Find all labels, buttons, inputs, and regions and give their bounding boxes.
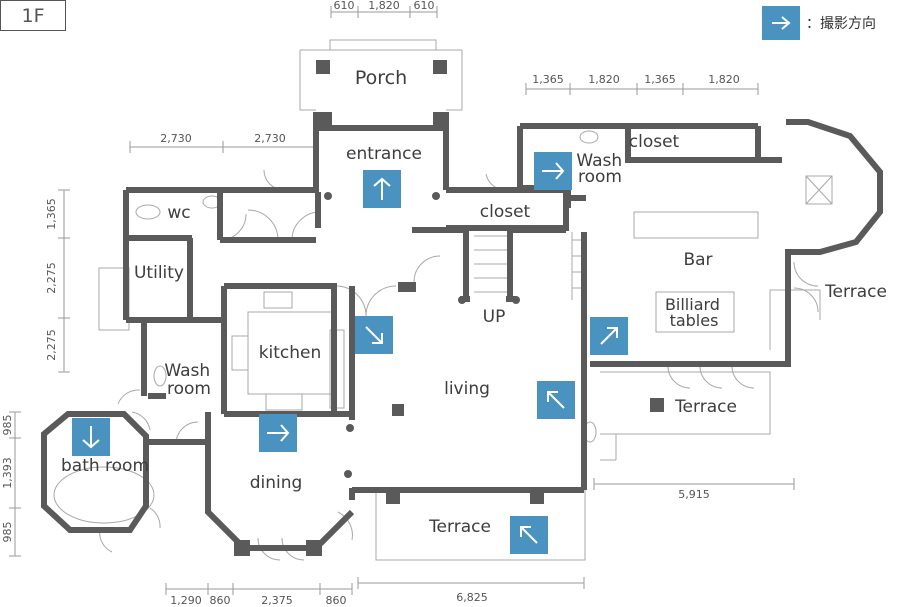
dim-bottom-left-2: 860 [210,594,231,607]
dim-top-left-2: 2,730 [254,132,286,145]
room-label-bath-room: bath room [61,456,149,476]
dim-left-bath-1: 985 [1,415,14,436]
dim-bottom-left-3: 2,375 [261,594,293,607]
room-label-porch: Porch [355,67,407,89]
camera-dining-icon [259,414,297,452]
dim-left-side-3: 2,275 [45,329,58,361]
room-label-billiard: Billiard tables [665,295,725,330]
dim-left-side-1: 1,365 [45,198,58,230]
dim-bottom-mid: 6,825 [456,591,488,604]
dim-left-side-2: 2,275 [45,262,58,294]
room-label-terrace-right: Terrace [824,282,887,302]
room-label-entrance: entrance [346,144,422,164]
dim-top-left-1: 2,730 [160,132,192,145]
camera-kitchen-icon [355,316,393,354]
dim-top-right-2: 1,820 [588,73,620,86]
room-label-terrace-bottom: Terrace [428,517,491,537]
billiard-line2: tables [670,311,719,330]
dim-bottom-left-1: 1,290 [170,594,202,607]
dim-top-right-1: 1,365 [532,73,564,86]
room-label-closet-top: closet [629,132,680,152]
room-label-utility: Utility [134,263,184,283]
dim-right-mid: 5,915 [678,488,710,501]
room-label-living: living [444,379,490,399]
floor-badge: 1F [0,0,66,31]
room-label-terrace-mid: Terrace [674,397,737,417]
dim-top-porch-1: 610 [334,0,355,12]
wash-room-right-line2: room [578,167,622,187]
wash-room-right-line1: Wash [576,151,622,171]
dim-top-porch-2: 1,820 [368,0,400,12]
posts [234,60,664,556]
room-label-dining: dining [250,473,303,493]
room-label-closet-mid: closet [480,202,531,222]
room-label-wash-room-right: Wash room [576,151,627,187]
dim-left-bath-2: 1,393 [1,457,14,489]
dimension-lines [9,6,795,595]
room-label-bar: Bar [683,250,712,270]
room-label-up: UP [483,307,506,327]
camera-wash-room-icon [534,152,572,190]
walls [41,112,883,551]
camera-terrace-icon [510,516,548,554]
legend: ：撮影方向 [762,6,876,40]
room-label-wash-room-left: Wash room [164,361,215,399]
dim-top-right-4: 1,820 [708,73,740,86]
camera-bar-icon [590,317,628,355]
camera-markers [72,152,628,554]
billiard-line1: Billiard [665,295,720,314]
wash-room-left-line2: room [167,379,211,399]
dim-left-bath-3: 985 [1,522,14,543]
dim-bottom-left-4: 860 [326,594,347,607]
camera-direction-icon [762,6,800,40]
room-label-kitchen: kitchen [259,343,322,363]
room-label-wc: wc [167,203,190,223]
dim-top-right-3: 1,365 [644,73,676,86]
legend-text: ：撮影方向 [806,16,876,32]
camera-entrance-icon [363,170,401,208]
camera-living-icon [537,381,575,419]
wash-room-left-line1: Wash [164,361,210,381]
camera-bath-icon [72,418,110,456]
dim-top-porch-3: 610 [414,0,435,12]
